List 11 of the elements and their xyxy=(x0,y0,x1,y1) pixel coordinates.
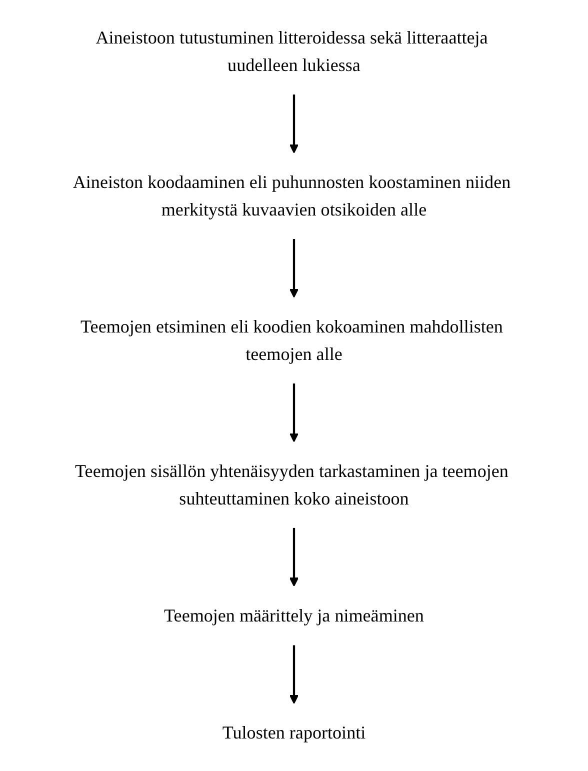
arrow xyxy=(289,94,299,154)
arrow xyxy=(289,238,299,298)
node-text: Teemojen etsiminen eli koodien kokoaminen mahdollisten teemojen alle xyxy=(80,316,503,364)
node-text: Aineiston koodaaminen eli puhunnosten koostaminen niiden merkitystä kuvaavien otsikoiden alle xyxy=(72,172,511,220)
node-text: Aineistoon tutustuminen litteroidessa sekä litteraatteja uudelleen lukiessa xyxy=(96,28,488,75)
node-text: Teemojen sisällön yhtenäisyyden tarkastaminen ja teemojen suhteuttaminen koko aineistoon xyxy=(75,460,508,508)
arrow xyxy=(289,528,299,587)
arrow xyxy=(289,645,299,704)
node-text: Tulosten raportointi xyxy=(222,722,366,743)
arrow xyxy=(289,383,299,442)
node-text: Teemojen määrittely ja nimeäminen xyxy=(164,605,424,626)
